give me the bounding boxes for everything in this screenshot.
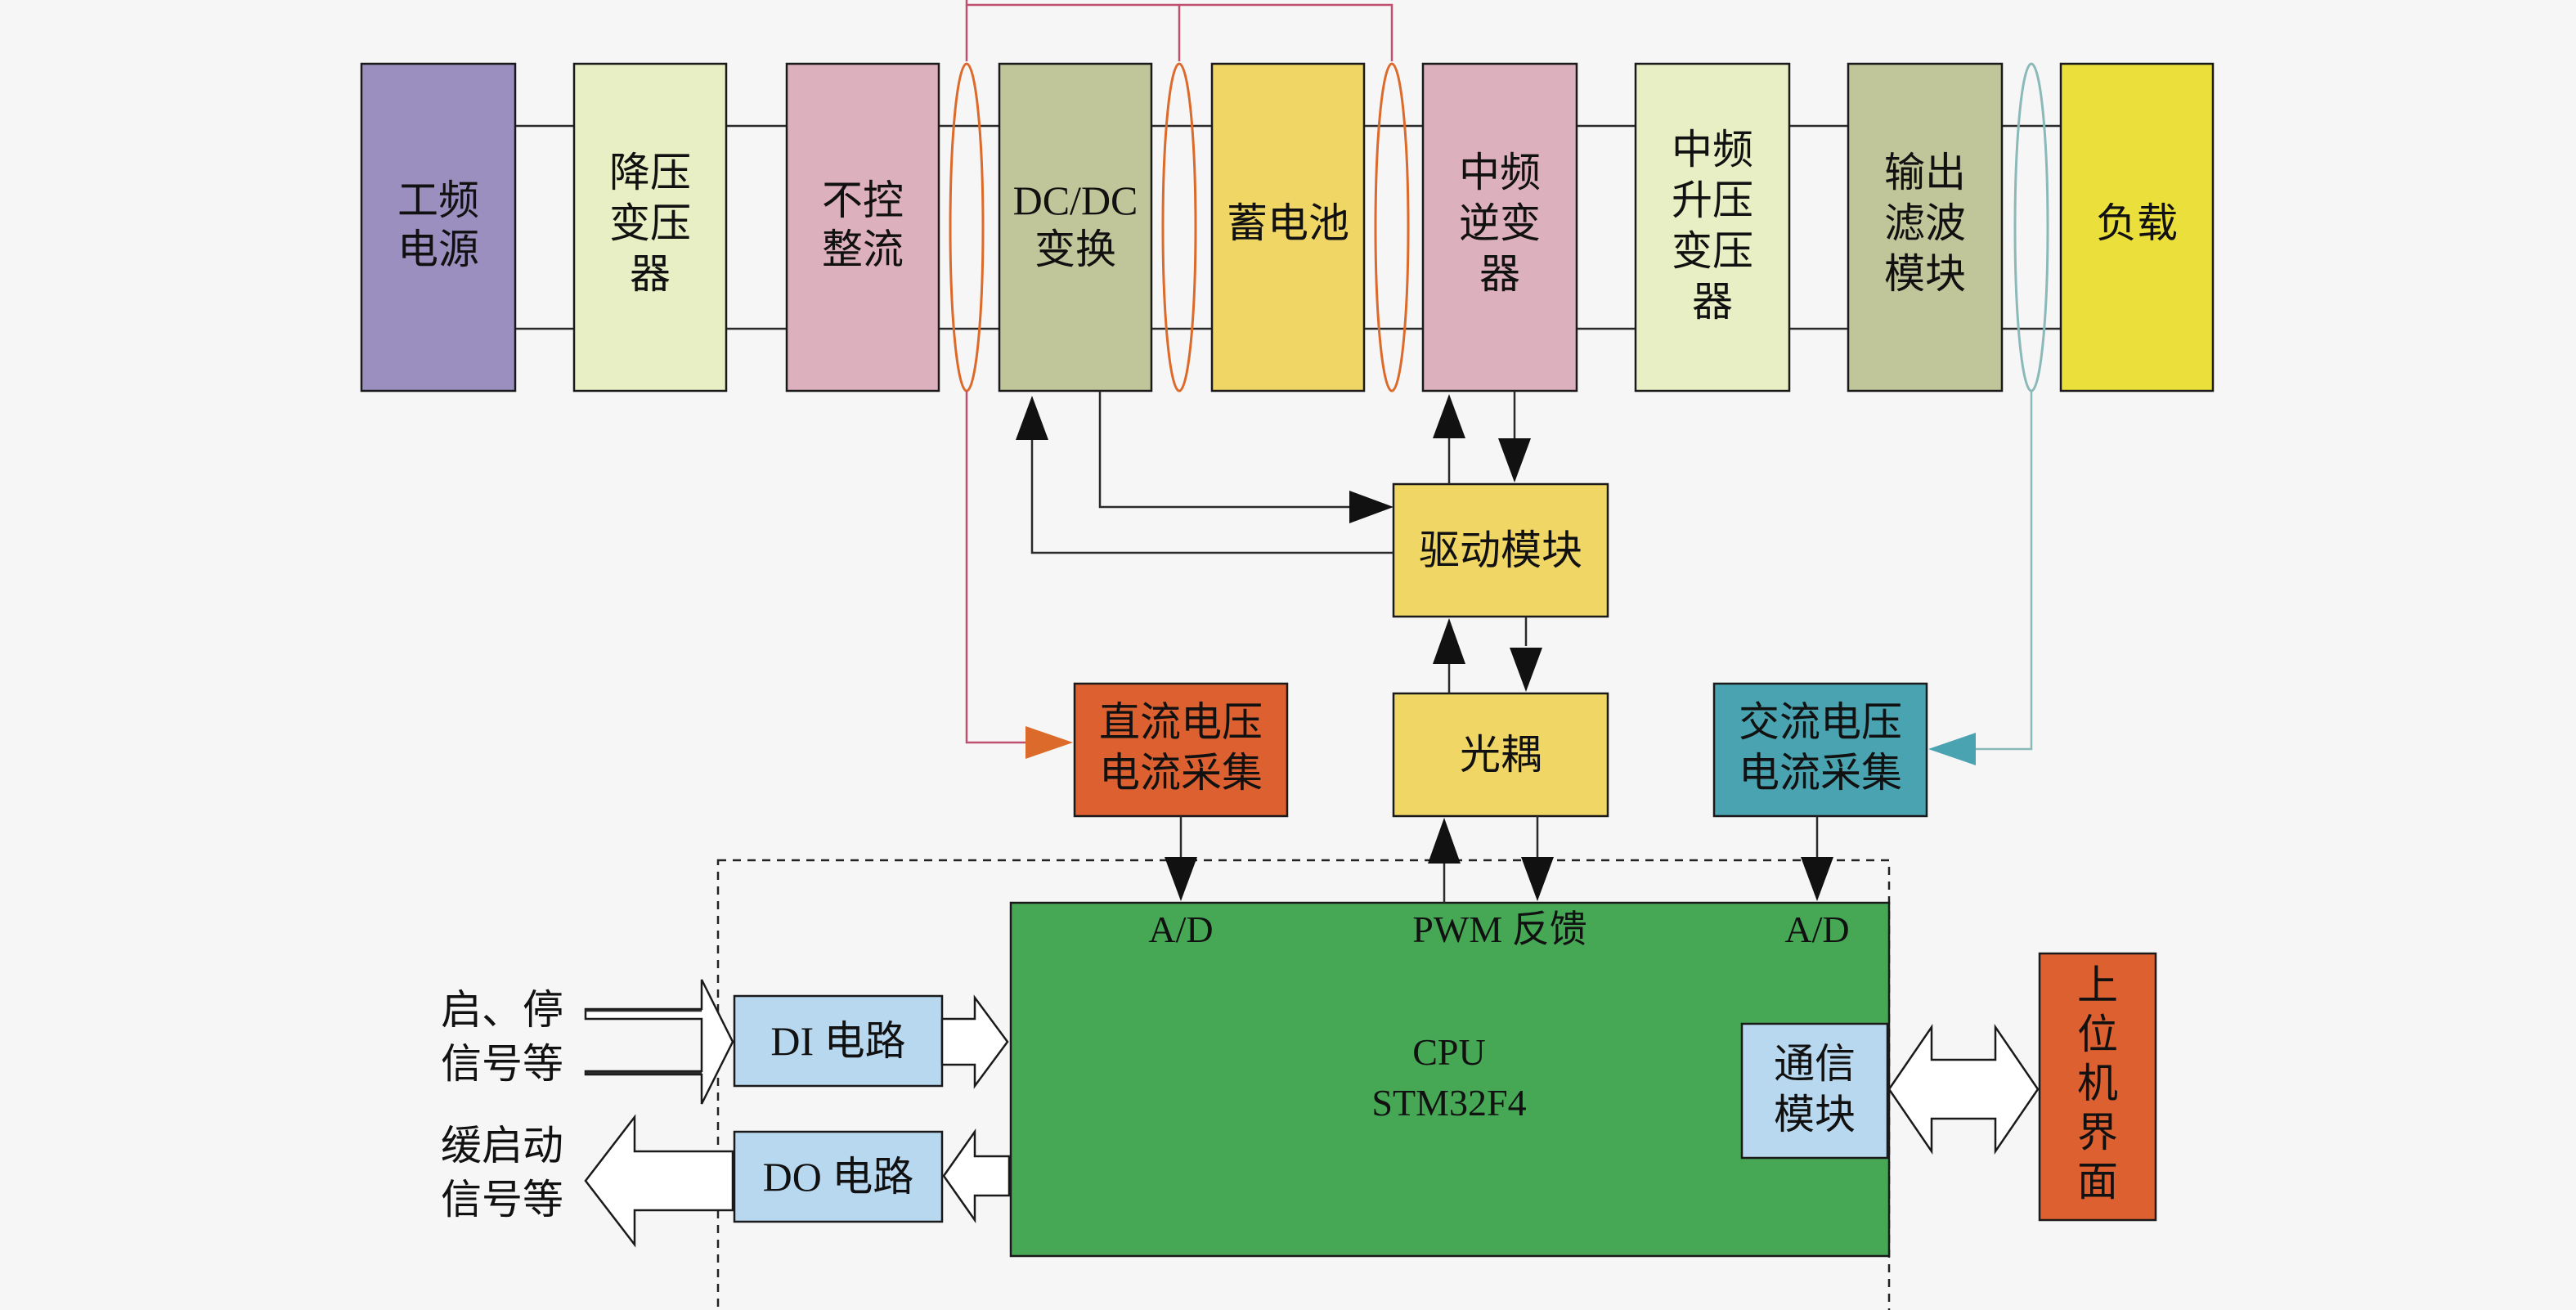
boost-label-3: 变压 bbox=[1672, 228, 1753, 274]
ac-sensor-feed-arrow bbox=[1928, 733, 1976, 765]
dc-sensor-feed-line bbox=[965, 391, 1030, 744]
host-interface-block: 上 位 机 界 面 bbox=[2038, 952, 2157, 1222]
battery-block: 蓄电池 bbox=[1210, 62, 1366, 393]
rectifier-label-2: 整流 bbox=[822, 227, 904, 272]
load-label: 负载 bbox=[2096, 200, 2178, 246]
opto-to-cpu-arrow bbox=[1521, 857, 1554, 901]
dc-sampling-module: 直流电压 电流采集 bbox=[1073, 682, 1289, 818]
comm-label-2: 模块 bbox=[1774, 1092, 1856, 1137]
cpu-ad-right-label: A/D bbox=[1784, 908, 1849, 950]
step-down-label-2: 变压 bbox=[609, 200, 691, 246]
cpu-pwm-feedback-label: PWM 反馈 bbox=[1412, 908, 1586, 950]
ac-sampling-label-2: 电流采集 bbox=[1739, 750, 1902, 796]
battery-label: 蓄电池 bbox=[1227, 200, 1349, 246]
drive-up-arrow bbox=[1433, 394, 1465, 438]
ac-sampling-label-1: 交流电压 bbox=[1739, 699, 1902, 745]
drive-down-arrow bbox=[1498, 438, 1531, 482]
boost-label-1: 中频 bbox=[1672, 127, 1753, 173]
cpu-to-do-arrow bbox=[942, 1128, 1011, 1223]
host-label-4: 界 bbox=[2077, 1110, 2118, 1155]
optocoupler-label: 光耦 bbox=[1460, 732, 1542, 778]
dc-sensor-ring-1 bbox=[949, 62, 985, 393]
dc-sensor-ring-3 bbox=[1374, 62, 1410, 393]
drive-label: 驱动模块 bbox=[1419, 527, 1582, 573]
filter-label-1: 输出 bbox=[1884, 150, 1966, 195]
dcdc-to-drive-line bbox=[1098, 391, 1374, 509]
ac-sampling-to-cpu-arrow bbox=[1801, 857, 1833, 901]
comm-host-double-arrow bbox=[1887, 1023, 2040, 1155]
host-label-3: 机 bbox=[2077, 1061, 2118, 1106]
dcdc-label-1: DC/DC bbox=[1013, 177, 1138, 223]
cpu-to-opto-arrow bbox=[1428, 818, 1461, 864]
dc-sensor-feed-arrow bbox=[1025, 726, 1073, 759]
host-label-1: 上 bbox=[2077, 962, 2118, 1008]
top-feedback-line bbox=[965, 0, 1393, 61]
inverter-block: 中频 逆变 器 bbox=[1421, 62, 1578, 393]
inverter-label-3: 器 bbox=[1479, 251, 1520, 297]
soft-start-label-2: 信号等 bbox=[441, 1177, 563, 1223]
rectifier-block: 不控 整流 bbox=[785, 62, 940, 393]
step-down-label-3: 器 bbox=[630, 251, 671, 297]
boost-transformer-block: 中频 升压 变压 器 bbox=[1634, 62, 1791, 393]
ac-sensor-ring bbox=[2013, 62, 2049, 393]
dc-sampling-label-1: 直流电压 bbox=[1099, 699, 1263, 745]
cpu-model-label: STM32F4 bbox=[1371, 1082, 1526, 1124]
cpu-ad-left-label: A/D bbox=[1148, 908, 1213, 950]
grid-source-block: 工频 电源 bbox=[360, 62, 517, 393]
dcdc-to-drive-arrow bbox=[1349, 491, 1393, 523]
di-circuit-block: DI 电路 bbox=[733, 994, 944, 1088]
signals-to-di-arrow bbox=[584, 979, 734, 1105]
step-down-transformer-block: 降压 变压 器 bbox=[572, 62, 728, 393]
comm-label-1: 通信 bbox=[1774, 1041, 1856, 1087]
soft-start-label-1: 缓启动 bbox=[441, 1123, 563, 1169]
drive-to-dcdc-line bbox=[1030, 433, 1393, 554]
start-stop-signal: 启、停 信号等 bbox=[441, 987, 563, 1087]
opto-to-drive-arrow bbox=[1433, 618, 1465, 664]
start-stop-label-1: 启、停 bbox=[441, 987, 563, 1033]
power-bus bbox=[515, 124, 2061, 330]
host-label-5: 面 bbox=[2077, 1159, 2118, 1205]
grid-source-label-2: 电源 bbox=[397, 227, 479, 272]
drive-module: 驱动模块 bbox=[1392, 482, 1609, 618]
boost-label-2: 升压 bbox=[1672, 177, 1753, 223]
grid-source-label-1: 工频 bbox=[397, 177, 479, 223]
cpu-label: CPU bbox=[1412, 1031, 1485, 1073]
step-down-label-1: 降压 bbox=[609, 150, 691, 195]
drive-to-opto-arrow bbox=[1510, 648, 1542, 692]
filter-label-2: 滤波 bbox=[1884, 200, 1966, 246]
dcdc-label-2: 变换 bbox=[1034, 227, 1116, 272]
dc-sensor-ring-2 bbox=[1161, 62, 1197, 393]
output-filter-block: 输出 滤波 模块 bbox=[1847, 62, 2004, 393]
boost-label-4: 器 bbox=[1692, 279, 1733, 325]
dc-sampling-to-cpu-arrow bbox=[1165, 857, 1197, 901]
do-circuit-block: DO 电路 bbox=[733, 1130, 944, 1223]
ac-sensor-feed-line bbox=[1972, 391, 2033, 751]
rectifier-label-1: 不控 bbox=[822, 177, 904, 223]
filter-label-3: 模块 bbox=[1884, 251, 1966, 297]
soft-start-signal: 缓启动 信号等 bbox=[441, 1123, 563, 1223]
inverter-label-2: 逆变 bbox=[1459, 200, 1541, 246]
inverter-label-1: 中频 bbox=[1459, 150, 1541, 195]
drive-to-dcdc-arrow bbox=[1016, 396, 1048, 440]
optocoupler-module: 光耦 bbox=[1392, 692, 1609, 818]
do-circuit-label: DO 电路 bbox=[763, 1154, 914, 1200]
dc-sampling-label-2: 电流采集 bbox=[1099, 750, 1263, 796]
ac-sampling-module: 交流电压 电流采集 bbox=[1712, 682, 1928, 818]
start-stop-label-2: 信号等 bbox=[441, 1041, 563, 1087]
load-block: 负载 bbox=[2059, 62, 2215, 393]
comm-module: 通信 模块 bbox=[1740, 1022, 1889, 1160]
do-to-signals-arrow bbox=[584, 1114, 734, 1248]
di-circuit-label: DI 电路 bbox=[770, 1018, 905, 1064]
dcdc-block: DC/DC 变换 bbox=[998, 62, 1153, 393]
di-to-cpu-arrow bbox=[940, 994, 1009, 1089]
host-label-2: 位 bbox=[2077, 1012, 2118, 1057]
